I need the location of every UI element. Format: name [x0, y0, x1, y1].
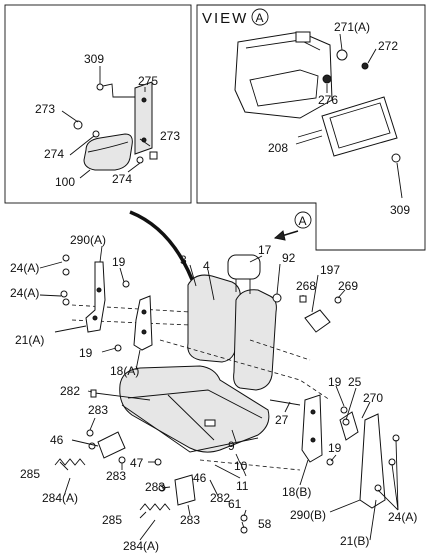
label-273-left: 273: [35, 102, 55, 116]
label-21b: 21(B): [340, 534, 369, 548]
part-labels: 309 275 273 273 274 274 100 271(A) 272 2…: [10, 20, 417, 553]
label-18a: 18(A): [110, 364, 139, 378]
label-208: 208: [268, 141, 288, 155]
label-290a: 290(A): [70, 233, 106, 247]
spring-left: [54, 458, 86, 466]
label-18b: 18(B): [282, 485, 311, 499]
lower-bracket-right: [174, 474, 196, 506]
label-282-left: 282: [60, 384, 80, 398]
leader-lines: [39, 33, 403, 541]
label-284a-left: 284(A): [42, 491, 78, 505]
label-4: 4: [203, 259, 210, 273]
bracket-197: [304, 309, 331, 333]
view-a-ref-circle: [294, 211, 312, 229]
lower-bracket-left: [97, 431, 126, 459]
label-24a-2: 24(A): [10, 286, 39, 300]
label-61: 61: [228, 497, 242, 511]
label-275: 275: [138, 74, 158, 88]
label-46-left: 46: [50, 433, 64, 447]
label-24a-right: 24(A): [388, 510, 417, 524]
label-27: 27: [275, 413, 289, 427]
label-283-bottom-left: 283: [145, 480, 165, 494]
label-21a: 21(A): [15, 333, 44, 347]
label-269: 269: [338, 279, 358, 293]
bolt-282-right: [214, 464, 241, 479]
label-46-right: 46: [193, 471, 207, 485]
label-10: 10: [234, 459, 248, 473]
label-285-left: 285: [20, 467, 40, 481]
label-282-right: 282: [210, 491, 230, 505]
seat-cushion: [119, 365, 270, 453]
bolt-282-left: [90, 389, 151, 401]
view-a-inset-frame: [196, 4, 426, 251]
view-a-circle: [251, 8, 269, 26]
label-274-left: 274: [44, 147, 64, 161]
label-285-bottom: 285: [102, 513, 122, 527]
label-283-bottom-right: 283: [180, 513, 200, 527]
spring-bottom: [139, 503, 171, 511]
view-a-ref-letter: A: [299, 214, 307, 228]
label-268: 268: [296, 279, 316, 293]
cushion-bracket-detail: [73, 81, 158, 171]
label-19-right: 19: [328, 375, 342, 389]
label-197: 197: [320, 263, 340, 277]
seat-assembly: [71, 254, 331, 471]
label-19-top: 19: [112, 255, 126, 269]
label-284a-bottom: 284(A): [123, 539, 159, 553]
bolt-27: [269, 399, 301, 406]
left-bracket-18a: [133, 295, 153, 351]
label-271a: 271(A): [334, 20, 370, 34]
label-3: 3: [180, 253, 187, 267]
label-309-top: 309: [84, 52, 104, 66]
label-283-left: 283: [88, 403, 108, 417]
label-25: 25: [348, 375, 362, 389]
label-272: 272: [378, 39, 398, 53]
right-bracket-290b: [339, 411, 386, 509]
detail-inset-frame: [4, 4, 192, 204]
label-270: 270: [363, 391, 383, 405]
view-a-title: VIEW: [202, 10, 248, 27]
label-309-view: 309: [390, 203, 410, 217]
view-a-marker: A: [256, 11, 264, 25]
left-bracket-290a: [85, 261, 106, 333]
view-a-seatback-detail: [234, 31, 401, 163]
label-24a-1: 24(A): [10, 261, 39, 275]
label-283-mid: 283: [106, 469, 126, 483]
right-hinge-18b: [301, 394, 323, 463]
headrest: [227, 254, 261, 280]
label-19-lower: 19: [328, 441, 342, 455]
view-pointer-curve: [129, 210, 198, 291]
label-290b: 290(B): [290, 508, 326, 522]
label-17: 17: [258, 243, 272, 257]
small-fasteners: [60, 254, 400, 534]
label-273-right: 273: [160, 129, 180, 143]
label-19-mid: 19: [79, 346, 93, 360]
label-58: 58: [258, 517, 272, 531]
label-47: 47: [130, 456, 144, 470]
label-276: 276: [318, 93, 338, 107]
view-arrow-head: [273, 230, 286, 241]
label-9: 9: [228, 439, 235, 453]
label-11: 11: [236, 479, 249, 493]
label-274-right: 274: [112, 172, 132, 186]
label-92: 92: [282, 251, 296, 265]
label-100: 100: [55, 175, 75, 189]
